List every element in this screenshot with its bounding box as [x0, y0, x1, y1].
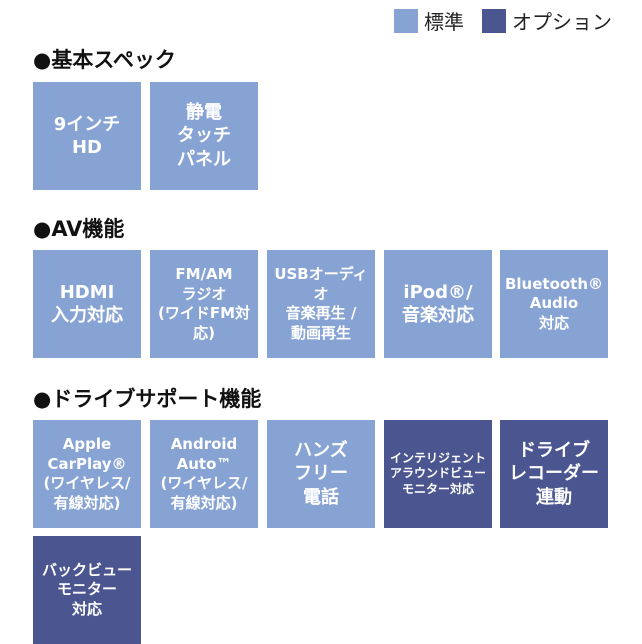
option-swatch: [482, 8, 506, 33]
feature-tile: USBオーディオ 音楽再生 / 動画再生: [267, 250, 375, 358]
feature-tile: ドライブ レコーダー 連動: [500, 420, 608, 528]
legend: 標準 オプション: [394, 6, 612, 35]
feature-tile: FM/AM ラジオ (ワイドFM対応): [150, 250, 258, 358]
feature-tile: バックビュー モニター 対応: [33, 536, 141, 644]
section-heading-av: ●AV機能: [33, 217, 125, 241]
section-heading-basic: ●基本スペック: [33, 48, 176, 72]
feature-tile: 静電 タッチ パネル: [150, 82, 258, 190]
legend-standard-label: 標準: [424, 10, 464, 34]
feature-tile: インテリジェント アラウンドビュー モニター対応: [384, 420, 492, 528]
feature-tile: Android Auto™ (ワイヤレス/ 有線対応): [150, 420, 258, 528]
feature-tile: Bluetooth® Audio 対応: [500, 250, 608, 358]
feature-tile: HDMI 入力対応: [33, 250, 141, 358]
feature-tile: 9インチ HD: [33, 82, 141, 190]
feature-tile: iPod®/ 音楽対応: [384, 250, 492, 358]
standard-swatch: [394, 8, 418, 33]
feature-tile: Apple CarPlay® (ワイヤレス/ 有線対応): [33, 420, 141, 528]
legend-option-label: オプション: [512, 10, 612, 34]
section-heading-drive-support: ●ドライブサポート機能: [33, 387, 262, 411]
feature-tile: ハンズ フリー 電話: [267, 420, 375, 528]
